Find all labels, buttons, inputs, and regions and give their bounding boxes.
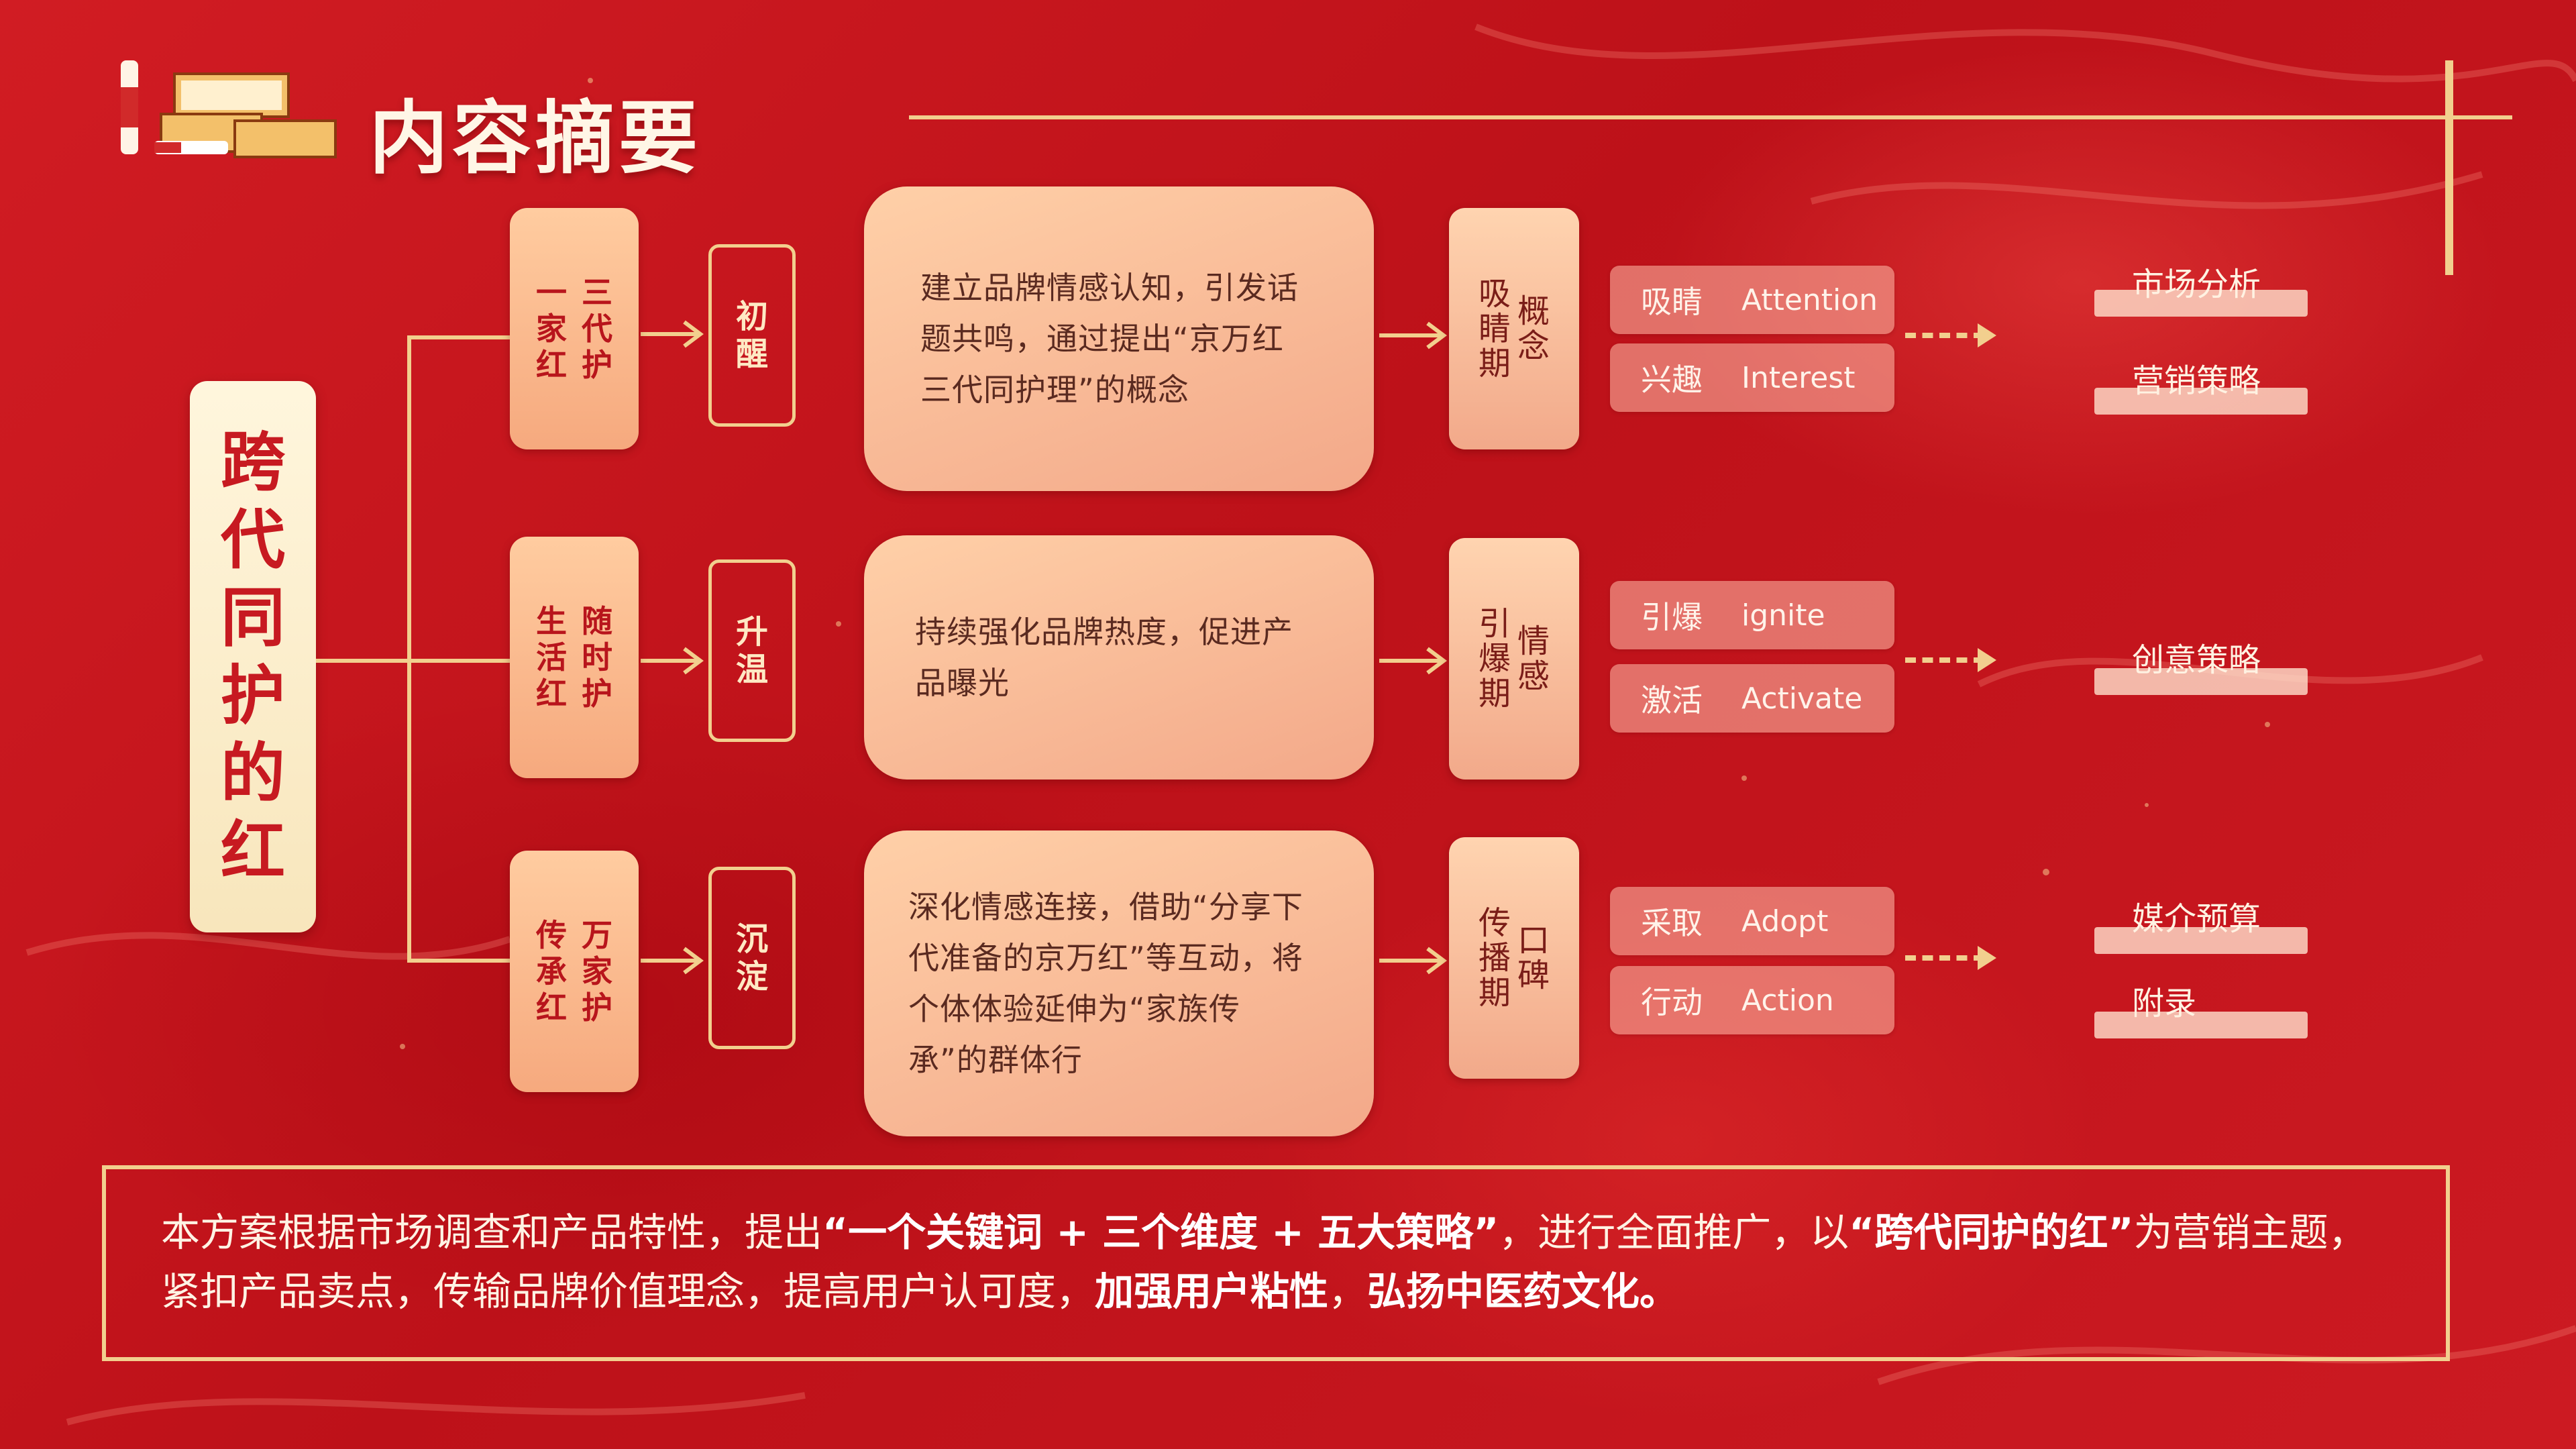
aida-pill: 引爆 ignite (1610, 581, 1894, 649)
strategy-label: 媒介预算 (2132, 900, 2261, 938)
summary-text: ， (1328, 1269, 1368, 1314)
arrow-icon (641, 647, 704, 675)
aida-cn: 吸睛 (1641, 284, 1703, 320)
phase-box-3: 口碑 传播期 (1449, 837, 1579, 1079)
product-logo-icon (121, 60, 337, 158)
dimension-col: 万家护 (582, 917, 612, 1026)
connector-branch-2 (407, 659, 510, 663)
phase-col: 口碑 (1517, 922, 1550, 994)
description-text: 持续强化品牌热度，促进产品曝光 (915, 614, 1293, 701)
stage-box-1: 初醒 (708, 244, 796, 427)
aida-cn: 采取 (1641, 905, 1703, 941)
phase-box-2: 情感 引爆期 (1449, 538, 1579, 780)
arrow-icon (641, 320, 704, 348)
connector-trunk (407, 335, 411, 963)
summary-text: ，进行全面推广，以 (1499, 1210, 1849, 1255)
connector-stem (316, 659, 411, 663)
aida-cn: 行动 (1641, 984, 1703, 1020)
arrowhead-icon (1978, 648, 1996, 672)
dimension-box-2: 随时护 生活红 (510, 537, 639, 778)
strategy-highlight (2094, 927, 2308, 954)
phase-col: 情感 (1517, 623, 1550, 695)
aida-en: Attention (1741, 282, 1878, 317)
aida-en: Action (1741, 983, 1834, 1018)
stage-box-2: 升温 (708, 559, 796, 742)
summary-text: 为营销主题，紧扣产品卖点，传输品牌价值理念，提高用户认可度， (161, 1210, 2367, 1314)
dashed-arrow (1905, 333, 1984, 338)
summary-text: 本方案根据市场调查和产品特性，提出 (161, 1210, 823, 1255)
strategy-highlight (2094, 290, 2308, 317)
aida-cn: 激活 (1641, 682, 1703, 718)
arrow-icon (641, 947, 704, 975)
dimension-col: 一家红 (536, 274, 567, 383)
arrowhead-icon (1978, 323, 1996, 347)
summary-emphasis: 弘扬中医药文化。 (1367, 1269, 1679, 1314)
connector-branch-3 (407, 959, 510, 963)
arrow-icon (1379, 321, 1447, 350)
dimension-box-1: 三代护 一家红 (510, 208, 639, 449)
strategy-label: 创意策略 (2132, 641, 2261, 679)
theme-text: 跨代同护的红 (221, 425, 285, 889)
title-divider (909, 115, 2512, 119)
stage-label: 升温 (735, 613, 768, 688)
aida-pill: 吸睛 Attention (1610, 266, 1894, 334)
aida-cn: 引爆 (1641, 599, 1703, 635)
aida-en: Interest (1741, 360, 1856, 395)
phase-box-1: 概念 吸睛期 (1449, 208, 1579, 449)
aida-en: ignite (1741, 598, 1825, 633)
arrowhead-icon (1978, 946, 1996, 970)
phase-col: 引爆期 (1479, 605, 1511, 712)
dimension-col: 三代护 (582, 274, 612, 383)
title-divider-tick (2445, 60, 2453, 275)
page-title: 内容摘要 (369, 92, 702, 184)
description-text: 建立品牌情感认知，引发话题共鸣，通过提出“京万红三代同护理”的概念 (920, 270, 1299, 408)
description-box-2: 持续强化品牌热度，促进产品曝光 (864, 535, 1374, 780)
theme-box: 跨代同护的红 (190, 381, 316, 932)
dimension-col: 生活红 (536, 603, 567, 712)
aida-en: Activate (1741, 681, 1863, 716)
strategy-highlight (2094, 388, 2308, 415)
dashed-arrow (1905, 955, 1984, 961)
summary-emphasis: “跨代同护的红” (1849, 1210, 2134, 1255)
description-box-1: 建立品牌情感认知，引发话题共鸣，通过提出“京万红三代同护理”的概念 (864, 186, 1374, 491)
strategy-highlight (2094, 1012, 2308, 1038)
description-text: 深化情感连接，借助“分享下代准备的京万红”等互动，将个体体验延伸为“家族传承”的… (908, 889, 1303, 1078)
arrow-icon (1379, 947, 1447, 975)
connector-branch-1 (407, 335, 510, 339)
strategy-label: 附录 (2132, 985, 2197, 1022)
description-box-3: 深化情感连接，借助“分享下代准备的京万红”等互动，将个体体验延伸为“家族传承”的… (864, 830, 1374, 1136)
stage-box-3: 沉淀 (708, 867, 796, 1049)
aida-pill: 行动 Action (1610, 966, 1894, 1034)
aida-en: Adopt (1741, 904, 1829, 938)
aida-cn: 兴趣 (1641, 362, 1703, 398)
arrow-icon (1379, 647, 1447, 675)
strategy-highlight (2094, 668, 2308, 695)
dimension-box-3: 万家护 传承红 (510, 851, 639, 1092)
strategy-label: 市场分析 (2132, 266, 2261, 303)
aida-pill: 激活 Activate (1610, 664, 1894, 733)
dashed-arrow (1905, 657, 1984, 663)
dimension-col: 传承红 (536, 917, 567, 1026)
summary-emphasis: 加强用户粘性 (1095, 1269, 1329, 1314)
phase-col: 概念 (1517, 292, 1550, 365)
strategy-label: 营销策略 (2132, 362, 2261, 400)
aida-pill: 兴趣 Interest (1610, 343, 1894, 412)
summary-box: 本方案根据市场调查和产品特性，提出“一个关键词 + 三个维度 + 五大策略”，进… (102, 1165, 2450, 1361)
aida-pill: 采取 Adopt (1610, 887, 1894, 955)
phase-col: 传播期 (1479, 904, 1511, 1012)
phase-col: 吸睛期 (1479, 275, 1511, 382)
dimension-col: 随时护 (582, 603, 612, 712)
stage-label: 初醒 (735, 298, 768, 373)
summary-emphasis: “一个关键词 + 三个维度 + 五大策略” (822, 1210, 1499, 1255)
stage-label: 沉淀 (735, 920, 768, 996)
